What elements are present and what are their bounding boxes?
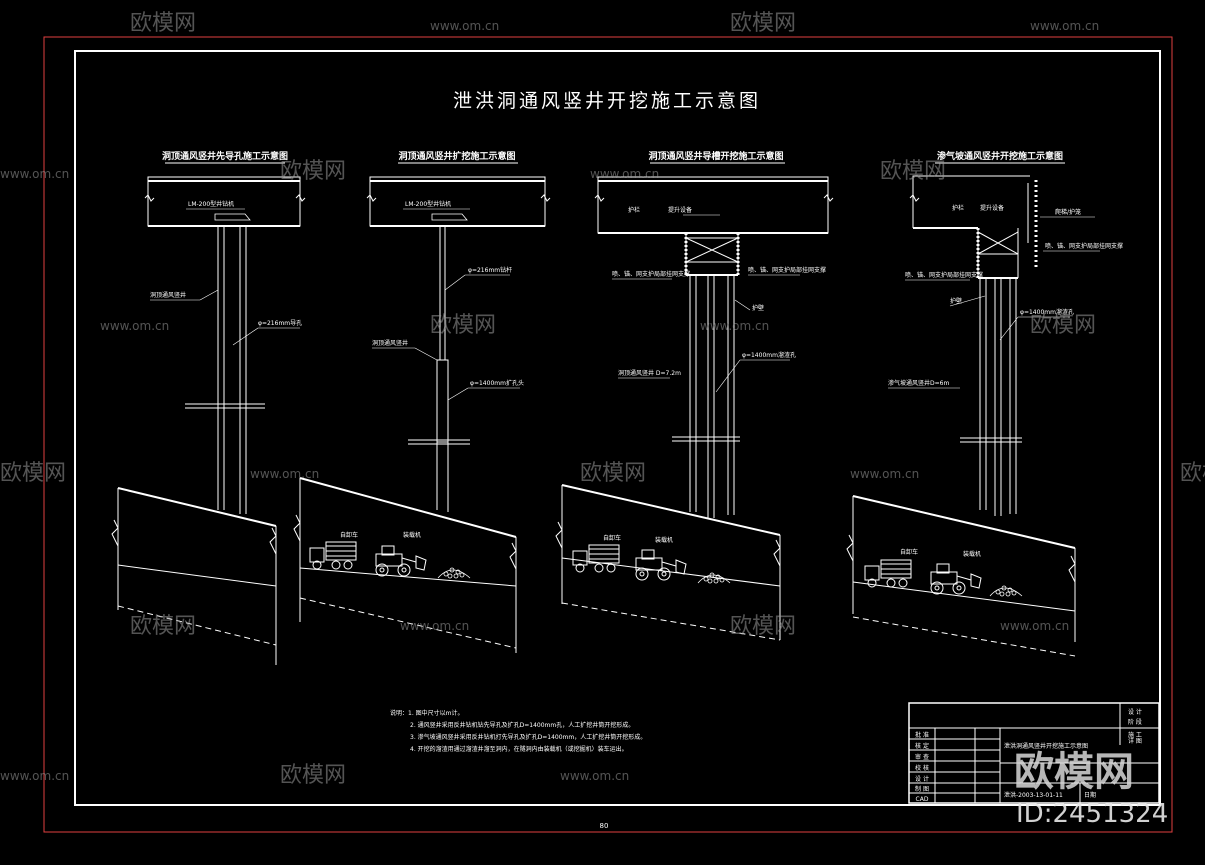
tb-project-name: 泄洪洞通风竖井开挖施工示意图 <box>1004 742 1088 750</box>
watermark-url: www.om.cn <box>590 167 659 181</box>
panel-1-drill-label: LM-200型井钻机 <box>188 200 234 208</box>
title-block <box>908 702 1160 804</box>
tb-stage-label: 设 计 <box>1128 708 1142 716</box>
watermark-url: www.om.cn <box>560 769 629 783</box>
panel-4-support-left-label: 喷、锚、网支护局部挂网支撑 <box>905 271 983 279</box>
panel-2-drill-label: LM-200型井钻机 <box>405 200 451 208</box>
watermark-brand: 欧模网 <box>430 313 496 338</box>
dump-truck-icon <box>309 541 357 570</box>
watermark-brand: 欧模网 <box>0 461 66 486</box>
title-block-text: 批 准 核 定 审 查 校 核 设 计 制 图 CAD 设 计 阶 段 施 工 … <box>915 708 1142 803</box>
tb-row-1: 批 准 <box>915 731 929 739</box>
watermark-url: www.om.cn <box>850 467 919 481</box>
panel-4-protect-label: 护壁 <box>950 297 962 305</box>
watermark-brand: 欧模网 <box>730 614 796 639</box>
outer-frame <box>43 36 1173 833</box>
panel-2-loader-label: 装载机 <box>403 531 421 539</box>
watermark-brand: 欧模网 <box>130 11 196 36</box>
panel-4-heading: 渗气坡通风竖井开挖施工示意图 <box>937 150 1063 162</box>
tb-row-6: 制 图 <box>915 785 929 793</box>
page-number: 80 <box>600 822 609 830</box>
watermark-url: www.om.cn <box>100 319 169 333</box>
panel-3-guard-label: 护栏 <box>628 206 640 214</box>
notes-block: 说明：1. 图中尺寸以m计。 2. 通风竖井采用反井钻机钻先导孔及扩孔D=140… <box>390 709 646 753</box>
panel-4-shaft-label: 渗气坡通风竖井D=6m <box>888 379 949 387</box>
watermark-layer: 欧模网 www.om.cn 欧模网 www.om.cn www.om.cn 欧模… <box>0 11 1205 788</box>
watermark-brand: 欧模网 <box>280 763 346 788</box>
drawing-title: 泄洪洞通风竖井开挖施工示意图 <box>453 90 761 112</box>
note-line-2: 2. 通风竖井采用反井钻机钻先导孔及扩孔D=1400mm孔，人工扩挖井筒开挖形成… <box>410 721 634 729</box>
tb-drawing-no: 泄洪-2003-13-01-11 <box>1004 791 1063 799</box>
watermark-brand: 欧模网 <box>730 11 796 36</box>
panel-2: 洞顶通风竖井扩挖施工示意图 LM-200型井钻机 φ=216mm钻杆 洞顶通风竖… <box>293 150 551 653</box>
panel-3-support-right-label: 喷、锚、网支护局部挂网支撑 <box>748 266 826 274</box>
panel-4-hoist-label: 提升设备 <box>980 204 1004 212</box>
panel-3-support-left-label: 喷、锚、网支护局部挂网支撑 <box>612 270 690 278</box>
panel-4-truck-label: 自卸车 <box>900 548 918 556</box>
panel-4-support-right-label: 喷、锚、网支护局部挂网支撑 <box>1045 242 1123 250</box>
panel-3-truck-label: 自卸车 <box>603 534 621 542</box>
tb-row-2: 核 定 <box>915 742 929 750</box>
muck-pile-icon <box>437 567 471 579</box>
panel-4: 渗气坡通风竖井开挖施工示意图 护栏 提升设备 爬梯/护笼 喷、锚、网支护局部挂网… <box>846 150 1123 657</box>
panel-4-loader-label: 装载机 <box>963 550 981 558</box>
tb-row-5: 设 计 <box>915 775 929 783</box>
tb-row-7: CAD <box>916 796 929 803</box>
panel-2-shaft-label: 洞顶通风竖井 <box>372 339 408 347</box>
watermark-url: www.om.cn <box>1030 19 1099 33</box>
panel-2-reamer-label: φ=1400mm扩孔头 <box>470 379 524 387</box>
watermark-brand: 欧模网 <box>280 159 346 184</box>
panel-1-hole-label: φ=216mm导孔 <box>258 319 302 327</box>
panel-3-protect-label: 护壁 <box>752 304 764 312</box>
panel-3-shaft-label: 洞顶通风竖井 D=7.2m <box>618 369 681 377</box>
panel-3-heading: 洞顶通风竖井导槽开挖施工示意图 <box>648 150 783 162</box>
loader-icon <box>930 563 982 595</box>
panel-1: 洞顶通风竖井先导孔施工示意图 LM-200型井钻机 洞顶通风竖井 φ=216mm… <box>111 150 306 665</box>
tb-row-3: 审 查 <box>915 753 929 761</box>
loader-icon <box>375 545 427 577</box>
watermark-brand: 欧模网 <box>880 159 946 184</box>
watermark-brand: 欧模网 <box>1180 461 1205 486</box>
panel-4-hole-label: φ=1400mm溜渣孔 <box>1020 308 1074 316</box>
watermark-brand: 欧模网 <box>130 614 196 639</box>
watermark-url: www.om.cn <box>700 319 769 333</box>
watermark-url: www.om.cn <box>1000 619 1069 633</box>
tb-row-4: 校 核 <box>915 764 929 772</box>
tb-type-label: 施 工 <box>1128 731 1142 739</box>
panel-2-heading: 洞顶通风竖井扩挖施工示意图 <box>398 150 515 162</box>
panel-4-guard-label: 护栏 <box>952 204 964 212</box>
loader-icon <box>635 549 687 581</box>
inner-frame <box>74 50 1161 806</box>
watermark-url: www.om.cn <box>430 19 499 33</box>
tb-stage-value: 阶 段 <box>1128 718 1142 726</box>
note-line-1: 说明：1. 图中尺寸以m计。 <box>390 709 463 717</box>
watermark-url: www.om.cn <box>250 467 319 481</box>
watermark-id: ID:2451324 <box>1016 799 1168 829</box>
watermark-brand: 欧模网 <box>580 461 646 486</box>
tb-date: 日期 <box>1084 791 1096 799</box>
panel-1-heading: 洞顶通风竖井先导孔施工示意图 <box>162 150 288 162</box>
watermark-brand: 欧模网 <box>1030 313 1096 338</box>
tb-type-value: 详 图 <box>1128 737 1142 745</box>
panel-4-ladder-label: 爬梯/护笼 <box>1055 208 1081 216</box>
panel-1-shaft-label: 洞顶通风竖井 <box>150 291 186 299</box>
note-line-4: 4. 开挖的溜渣用通过溜渣井溜至洞内，在隧洞内由装载机（或挖掘机）装车运出。 <box>410 745 628 753</box>
dump-truck-icon <box>572 544 620 573</box>
panel-2-rod-label: φ=216mm钻杆 <box>468 266 512 274</box>
watermark-url: www.om.cn <box>0 769 69 783</box>
note-line-3: 3. 渗气坡通风竖井采用反井钻机打先导孔及扩孔D=1400mm，人工扩挖井筒开挖… <box>410 733 646 741</box>
panel-3: 洞顶通风竖井导槽开挖施工示意图 护栏 提升设备 喷、锚、网支护局部挂网支撑 喷、… <box>555 150 834 641</box>
panel-3-hole-label: φ=1400mm溜渣孔 <box>742 351 796 359</box>
muck-pile-icon <box>989 585 1023 597</box>
panel-3-loader-label: 装载机 <box>655 536 673 544</box>
panel-2-truck-label: 自卸车 <box>340 531 358 539</box>
panel-3-hoist-label: 提升设备 <box>668 206 692 214</box>
dump-truck-icon <box>864 559 912 588</box>
logo-watermark: 欧模网 ID:2451324 <box>1014 749 1168 829</box>
watermark-url: www.om.cn <box>0 167 69 181</box>
watermark-url: www.om.cn <box>400 619 469 633</box>
watermark-logo: 欧模网 <box>1014 749 1134 795</box>
